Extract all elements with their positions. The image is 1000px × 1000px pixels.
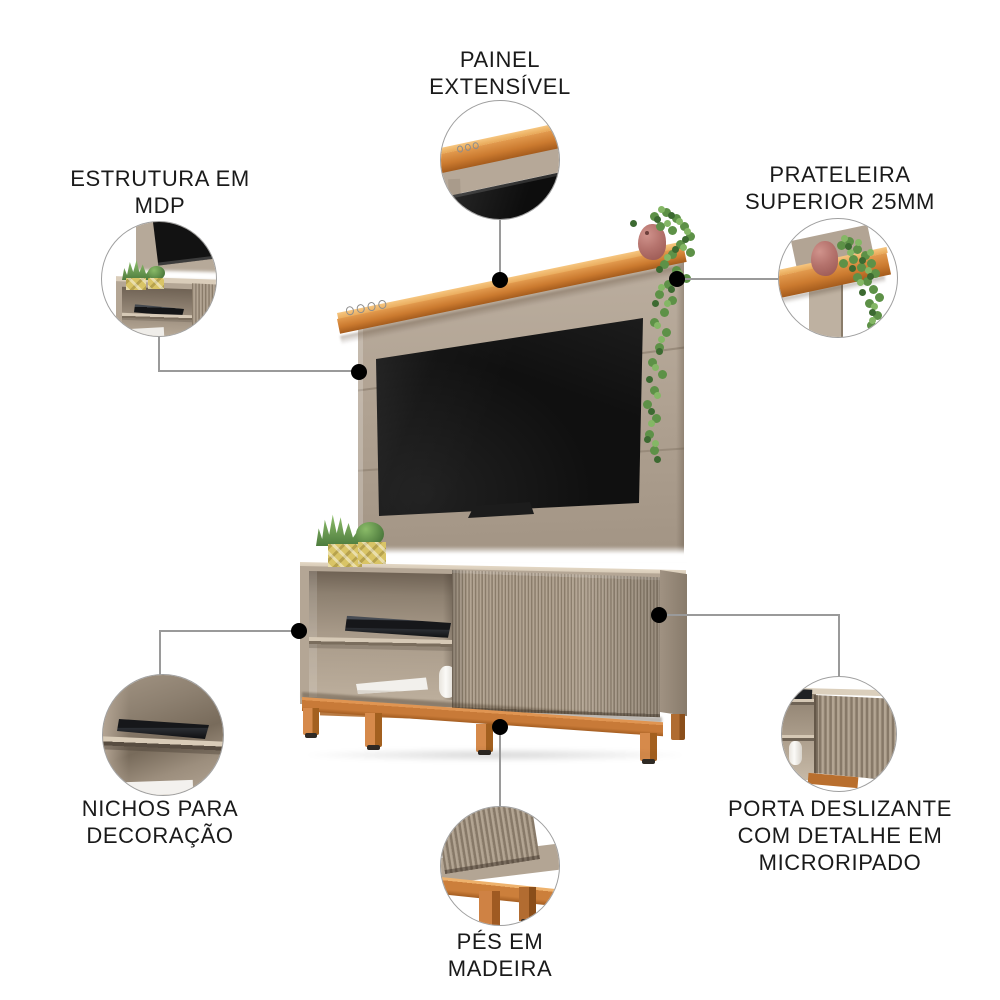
panel-left-edge: [358, 252, 363, 556]
label-line: MADEIRA: [447, 956, 553, 981]
connector-dot-prateleira: [669, 271, 685, 287]
tv-stand-foot: [468, 502, 534, 518]
callout-label-estrutura-mdp: ESTRUTURA EM MDP: [0, 165, 320, 219]
connector-line-porta-h: [658, 614, 840, 616]
ground-shadow: [300, 748, 690, 762]
detail-gold-pot: [126, 278, 146, 290]
leg-cap: [521, 919, 534, 924]
connector-line-painel: [499, 219, 501, 281]
decor-niche: [309, 571, 453, 701]
callout-label-prateleira-superior: PRATELEIRA SUPERIOR 25MM: [690, 161, 990, 215]
detail-moss: [148, 266, 165, 280]
wood-leg: [303, 708, 319, 738]
pink-plant-pot: [638, 224, 666, 260]
detail-paper: [124, 779, 194, 795]
gold-pot: [358, 542, 386, 564]
label-line: NICHOS PARA: [81, 796, 239, 821]
label-line: COM DETALHE EM: [737, 823, 943, 848]
panel-cabinet-light-gap: [356, 546, 690, 566]
leg-cap: [305, 733, 317, 738]
connector-line-prateleira: [676, 278, 780, 280]
connector-line-nichos-v: [159, 630, 161, 676]
detail-tv-corner: [152, 222, 216, 266]
connector-line-porta-v: [838, 614, 840, 678]
wood-leg-back: [671, 714, 685, 740]
detail-shelf: [122, 312, 192, 323]
connector-dot-estrutura: [351, 364, 367, 380]
callout-circle-prateleira-superior: [778, 218, 898, 338]
connector-line-nichos-h: [159, 630, 300, 632]
label-line: MDP: [134, 193, 186, 218]
label-line: PÉS EM: [456, 929, 544, 954]
detail-front-leg: [479, 891, 500, 925]
detail-shelf: [782, 735, 816, 741]
detail-sliding-door: [814, 695, 896, 781]
wood-leg: [365, 713, 382, 750]
connector-line-pes: [499, 726, 501, 808]
connector-dot-nichos: [291, 623, 307, 639]
succulent-plants: [312, 508, 396, 570]
detail-ivy-leaves-dark: [779, 219, 786, 226]
detail-pink-pot: [811, 241, 838, 276]
connector-line-estrutura-h: [158, 370, 360, 372]
label-line: PAINEL: [459, 47, 541, 72]
panel-right-edge: [676, 252, 684, 556]
label-line: DECORAÇÃO: [86, 823, 234, 848]
detail-shelf: [782, 699, 816, 705]
wood-leg: [476, 724, 493, 755]
detail-niche-wall: [103, 675, 129, 795]
detail-back-leg: [519, 887, 536, 924]
niche-left-wall: [309, 571, 317, 698]
label-line: PORTA DESLIZANTE: [728, 796, 952, 821]
label-line: PRATELEIRA: [769, 162, 911, 187]
connector-dot-painel: [492, 272, 508, 288]
connector-dot-pes: [492, 719, 508, 735]
aloe-plant: [316, 514, 360, 546]
callout-label-nichos-decoracao: NICHOS PARA DECORAÇÃO: [0, 795, 320, 849]
wood-leg: [640, 733, 657, 764]
callout-label-painel-extensivel: PAINEL EXTENSÍVEL: [330, 46, 670, 100]
pot-hole: [645, 231, 649, 235]
label-line: SUPERIOR 25MM: [745, 189, 935, 214]
detail-wood-rail: [441, 877, 559, 907]
hanging-ivy-plant: [628, 200, 718, 470]
label-line: ESTRUTURA EM: [70, 166, 250, 191]
detail-door-stripes: [192, 283, 216, 336]
callout-label-pes-madeira: PÉS EM MADEIRA: [340, 928, 660, 982]
callout-circle-porta-deslizante: [781, 676, 897, 792]
leg-cap: [367, 745, 380, 750]
leg-cap: [478, 750, 491, 755]
label-line: MICRORIPADO: [758, 850, 922, 875]
callout-circle-painel-extensivel: [440, 100, 560, 220]
connector-dot-porta: [651, 607, 667, 623]
callout-circle-nichos: [102, 674, 224, 796]
ivy-leaves-dark: [628, 200, 635, 207]
game-console: [345, 610, 451, 638]
connector-line-estrutura-v: [158, 336, 160, 372]
leg-cap: [642, 759, 655, 764]
callout-circle-estrutura-mdp: [101, 221, 217, 337]
gold-pot: [328, 544, 362, 567]
detail-gold-pot: [148, 278, 164, 289]
detail-paper: [131, 327, 165, 336]
detail-jar: [789, 741, 802, 765]
niche-shelf: [309, 637, 453, 652]
callout-label-porta-deslizante: PORTA DESLIZANTE COM DETALHE EM MICRORIP…: [690, 795, 990, 876]
callout-circle-pes-madeira: [440, 806, 560, 926]
label-line: EXTENSÍVEL: [429, 74, 571, 99]
wooden-base: [300, 690, 696, 774]
